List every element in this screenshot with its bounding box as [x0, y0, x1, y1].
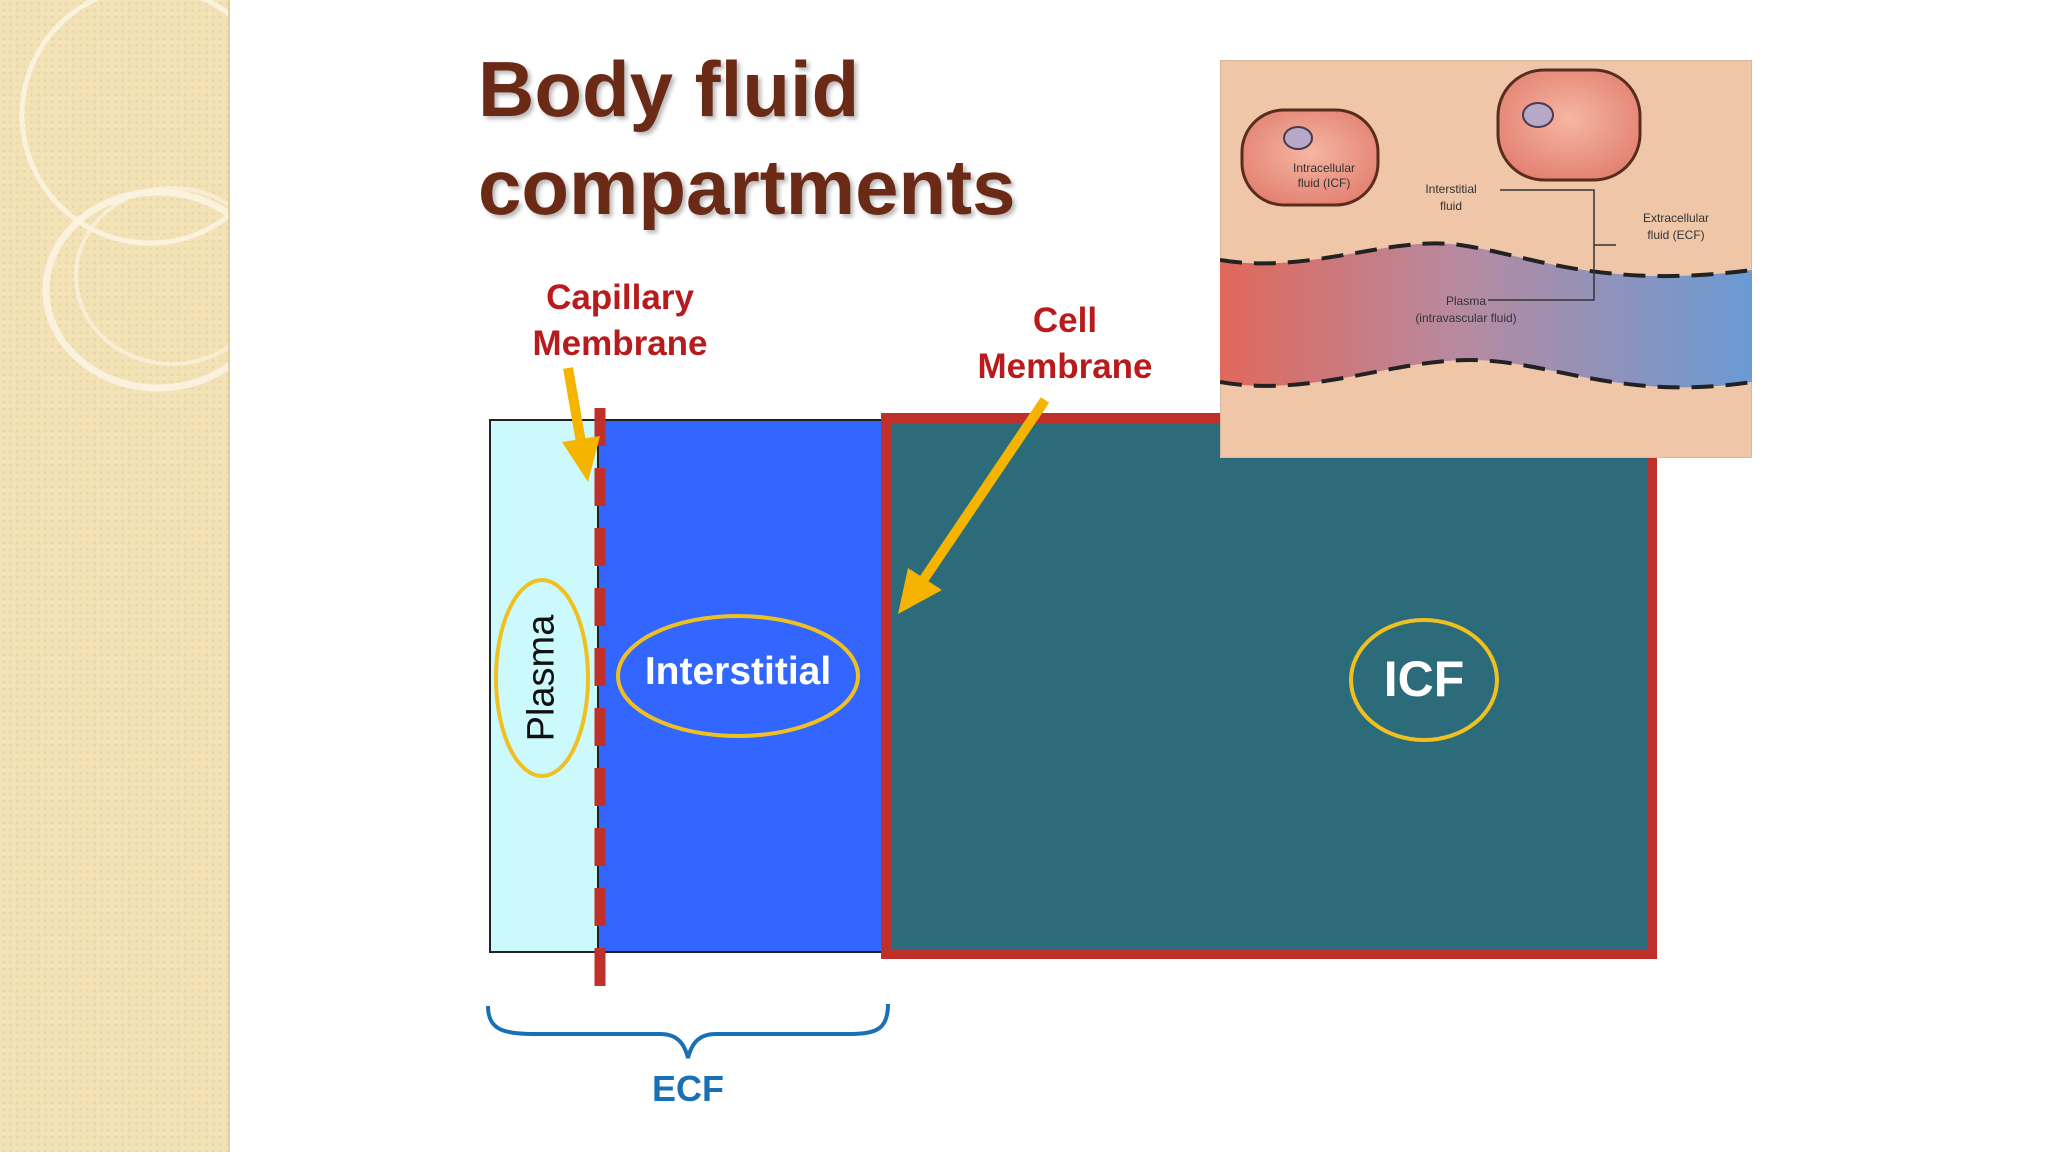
inset-icf-line-1: Intracellular	[1293, 161, 1355, 175]
icf-label: ICF	[1383, 651, 1465, 707]
plasma-label-box: Plasma	[517, 615, 567, 742]
vessel-wall-bottom	[1220, 357, 1752, 390]
interstitial-ellipse	[616, 614, 860, 738]
nucleus-left	[1283, 126, 1313, 150]
icf-region	[881, 413, 1657, 959]
inset-interstitial-line-1: Interstitial	[1425, 182, 1476, 196]
plasma-label: Plasma	[520, 614, 563, 742]
icf-ellipse	[1349, 618, 1499, 742]
capillary-membrane-label: Capillary Membrane	[532, 278, 708, 363]
cell-membrane-label: Cell Membrane	[977, 301, 1153, 386]
cell-arrow-head	[898, 568, 942, 614]
interstitial-region	[597, 419, 883, 953]
title-line-2: compartments	[478, 143, 1016, 231]
inset-ecf-line-1: Extracellular	[1643, 211, 1709, 225]
inset-plasma-line-1: Plasma	[1446, 294, 1486, 308]
nucleus-right	[1522, 102, 1554, 128]
ecf-label: ECF	[652, 1068, 724, 1109]
inset-interstitial-line-2: fluid	[1440, 199, 1462, 213]
vessel-wall-top	[1220, 241, 1752, 279]
cell-arrow-shaft	[917, 397, 1050, 585]
compartments-inset-image: Intracellular fluid (ICF) Interstitial f…	[1220, 60, 1752, 458]
cell-right	[1496, 68, 1642, 182]
cell-left	[1240, 108, 1380, 207]
capillary-arrow-head	[562, 436, 600, 482]
slide-title: Body fluid compartments	[478, 40, 1015, 236]
title-line-1: Body fluid	[478, 45, 860, 133]
inset-icf-line-2: fluid (ICF)	[1298, 176, 1351, 190]
interstitial-label: Interstitial	[644, 650, 832, 693]
plasma-region	[489, 419, 599, 953]
capillary-arrow-shaft	[563, 367, 587, 449]
plasma-ellipse	[494, 578, 590, 778]
inset-ecf-line-2: fluid (ECF)	[1647, 228, 1704, 242]
ecf-brace	[486, 1003, 890, 1059]
vessel-shape	[1220, 243, 1752, 388]
decorative-sidebar	[0, 0, 281, 1152]
inset-plasma-line-2: (intravascular fluid)	[1415, 311, 1516, 325]
